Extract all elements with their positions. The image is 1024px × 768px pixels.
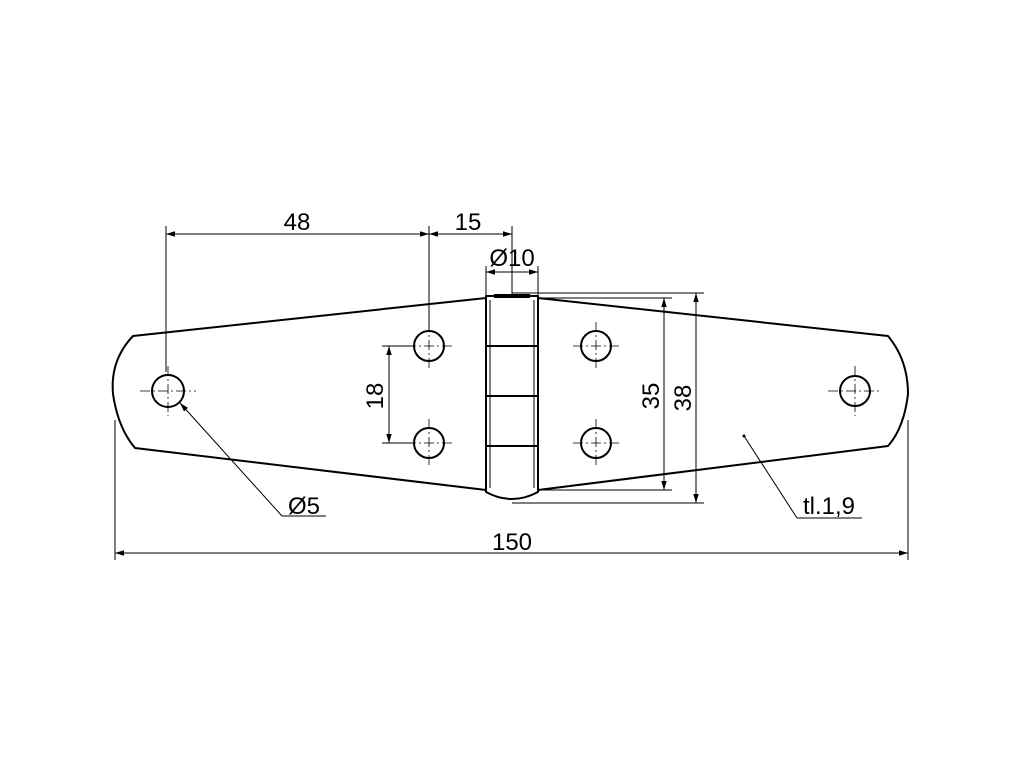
- left-leaf-outline: [111, 297, 487, 491]
- right-leaf-outline: [537, 297, 909, 491]
- dimension-150-label: 150: [492, 529, 532, 556]
- dimension-pin-diameter-label: Ø10: [489, 245, 534, 272]
- dimension-hole-diameter-label: Ø5: [288, 493, 320, 520]
- hinge-knuckle: [485, 294, 539, 500]
- dimension-15-label: 15: [455, 209, 482, 236]
- dimension-150: 150: [114, 420, 909, 560]
- mounting-holes: [151, 330, 871, 459]
- dimension-18-label: 18: [362, 383, 389, 410]
- dimension-48: 48: [165, 209, 430, 372]
- dimension-thickness: tl.1,9: [742, 434, 862, 520]
- dimension-35: 35: [538, 297, 672, 491]
- dimension-38: 38: [512, 292, 704, 504]
- dimension-18: 18: [362, 345, 414, 444]
- dimension-35-label: 35: [638, 383, 665, 410]
- dimension-hole-diameter: Ø5: [179, 402, 326, 520]
- dimension-38-label: 38: [670, 385, 697, 412]
- dimension-48-label: 48: [284, 209, 311, 236]
- dimension-15: 15: [429, 209, 513, 294]
- dimension-thickness-label: tl.1,9: [803, 493, 855, 520]
- dimension-pin-diameter: Ø10: [485, 245, 539, 296]
